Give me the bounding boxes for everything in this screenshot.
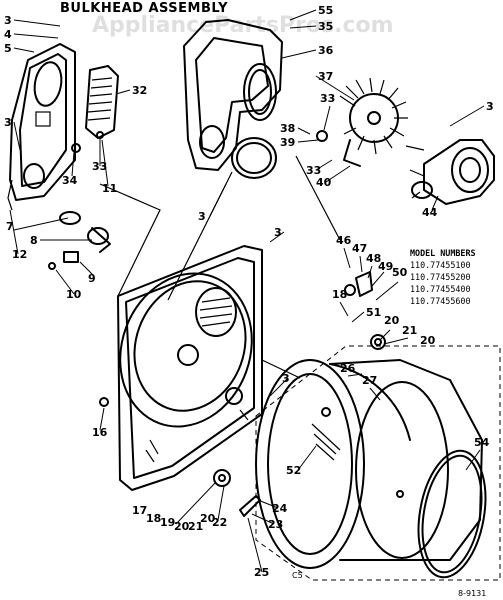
drive-motor <box>405 139 495 205</box>
callout-33: 33 <box>306 164 321 177</box>
callout-20: 20 <box>174 520 190 533</box>
callout-3: 3 <box>486 100 494 113</box>
callout-3: 3 <box>4 14 12 27</box>
callout-50: 50 <box>392 266 408 279</box>
front-panel-duct <box>7 43 76 211</box>
callout-24: 24 <box>272 502 288 515</box>
rear-bulkhead <box>117 245 263 491</box>
callout-51: 51 <box>366 306 381 319</box>
callout-18: 18 <box>146 512 161 525</box>
callout-33: 33 <box>92 160 107 173</box>
callout-10: 10 <box>66 288 82 301</box>
callout-16: 16 <box>92 426 108 439</box>
assembly-guide-lines <box>99 155 341 379</box>
callout-9: 9 <box>88 272 96 285</box>
callout-19: 19 <box>160 516 175 529</box>
callout-47: 47 <box>352 242 367 255</box>
callout-48: 48 <box>366 252 381 265</box>
callout-4: 4 <box>4 28 12 41</box>
callout-5: 5 <box>4 42 12 55</box>
callout-3: 3 <box>198 210 206 223</box>
drawing-number: 8-9131 <box>458 589 486 598</box>
callout-20: 20 <box>420 334 436 347</box>
callout-36: 36 <box>318 44 334 57</box>
model-number: 110.77455100 <box>410 260 471 270</box>
callout-40: 40 <box>316 176 332 189</box>
callout-44: 44 <box>422 206 438 219</box>
thermal-components <box>48 131 111 270</box>
callout-3: 3 <box>282 372 290 385</box>
drum-seal <box>417 449 487 579</box>
callout-49: 49 <box>378 260 393 273</box>
callout-23: 23 <box>268 518 283 531</box>
callout-labels: 3 4 5 3 34 33 11 32 55 35 36 37 33 38 39… <box>4 4 494 579</box>
callout-22: 22 <box>212 516 227 529</box>
lint-filter-grille <box>85 65 119 139</box>
callout-12: 12 <box>12 248 27 261</box>
model-numbers-block: MODEL NUMBERS 110.77455100 110.77455200 … <box>410 248 476 306</box>
dryer-drum <box>255 359 483 569</box>
watermark: AppliancePartsPros.com <box>92 13 394 38</box>
callout-3: 3 <box>4 116 12 129</box>
callout-37: 37 <box>318 70 333 83</box>
callout-55: 55 <box>318 4 333 17</box>
callout-21: 21 <box>402 324 417 337</box>
callout-39: 39 <box>280 136 295 149</box>
callout-34: 34 <box>62 174 78 187</box>
model-number: 110.77455400 <box>410 284 471 294</box>
callout-3: 3 <box>274 226 282 239</box>
callout-8: 8 <box>30 234 38 247</box>
diagram-title: BULKHEAD ASSEMBLY <box>60 1 228 16</box>
callout-11: 11 <box>102 182 117 195</box>
callout-25: 25 <box>254 566 269 579</box>
callout-54: 54 <box>474 436 490 449</box>
callout-46: 46 <box>336 234 352 247</box>
model-number: 110.77455600 <box>410 296 471 306</box>
callout-32: 32 <box>132 84 147 97</box>
callout-26: 26 <box>340 362 356 375</box>
callout-21: 21 <box>188 520 203 533</box>
drum-assembly-outline <box>255 345 501 581</box>
callout-7: 7 <box>6 220 14 233</box>
blower-wheel <box>316 77 408 167</box>
callout-18: 18 <box>332 288 347 301</box>
leader-lines <box>9 9 485 573</box>
model-numbers-heading: MODEL NUMBERS <box>410 248 476 258</box>
callout-52: 52 <box>286 464 301 477</box>
callout-27: 27 <box>362 374 377 387</box>
callout-17: 17 <box>132 504 147 517</box>
callout-20: 20 <box>384 314 400 327</box>
model-number: 110.77455200 <box>410 272 471 282</box>
page-code: C5 <box>292 571 303 580</box>
seal-ring <box>231 137 277 179</box>
callout-38: 38 <box>280 122 295 135</box>
blower-housing <box>183 19 283 171</box>
callout-33: 33 <box>320 92 335 105</box>
callout-20: 20 <box>200 512 216 525</box>
callout-35: 35 <box>318 20 333 33</box>
